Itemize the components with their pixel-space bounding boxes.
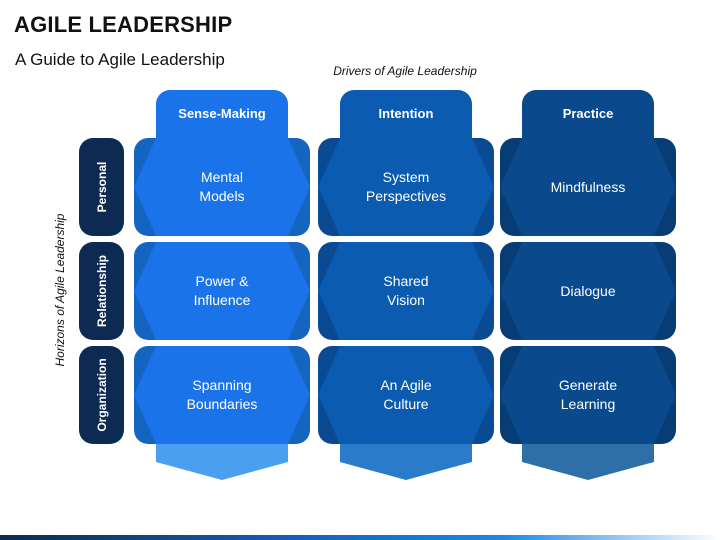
row-label-text: Personal xyxy=(94,161,109,213)
cell-spanning-boundaries: Spanning Boundaries xyxy=(134,346,310,444)
page-subtitle: A Guide to Agile Leadership xyxy=(15,50,225,69)
cell-text: Shared Vision xyxy=(383,273,429,308)
cell-text: An Agile Culture xyxy=(380,377,432,412)
cell-text: Dialogue xyxy=(560,282,616,299)
cell-mindfulness: Mindfulness xyxy=(500,138,676,236)
cell-text: Mental Models xyxy=(199,169,245,204)
cell-agile-culture: An Agile Culture xyxy=(318,346,494,444)
row-label-text: Organization xyxy=(94,358,109,432)
horizons-axis-label: Horizons of Agile Leadership xyxy=(53,213,67,367)
cell-dialogue: Dialogue xyxy=(500,242,676,340)
cell-shared-vision: Shared Vision xyxy=(318,242,494,340)
row-label-relationship: Relationship xyxy=(79,242,124,340)
cell-system-perspectives: System Perspectives xyxy=(318,138,494,236)
cell-text: Power & Influence xyxy=(193,273,251,308)
cell-power-influence: Power & Influence xyxy=(134,242,310,340)
cell-text: Spanning Boundaries xyxy=(186,377,258,412)
column-header-intention: Intention xyxy=(340,90,472,140)
column-arrow-sense-making xyxy=(156,440,288,480)
drivers-axis-label: Drivers of Agile Leadership xyxy=(333,64,477,78)
cell-text: System Perspectives xyxy=(365,169,447,204)
footer-accent-bar xyxy=(0,535,720,540)
page-title: AGILE LEADERSHIP xyxy=(14,12,233,37)
column-arrow-intention xyxy=(340,440,472,480)
row-label-organization: Organization xyxy=(79,346,124,444)
column-header-practice: Practice xyxy=(522,90,654,140)
cell-mental-models: Mental Models xyxy=(134,138,310,236)
column-header-label: Sense-Making xyxy=(178,106,266,121)
column-header-label: Intention xyxy=(378,106,434,121)
row-label-text: Relationship xyxy=(94,254,109,328)
column-arrow-practice xyxy=(522,440,654,480)
row-label-personal: Personal xyxy=(79,138,124,236)
cell-generate-learning: Generate Learning xyxy=(500,346,676,444)
column-header-label: Practice xyxy=(562,106,614,121)
column-header-sense-making: Sense-Making xyxy=(156,90,288,140)
cell-text: Mindfulness xyxy=(550,178,626,195)
cell-text: Generate Learning xyxy=(558,377,618,412)
